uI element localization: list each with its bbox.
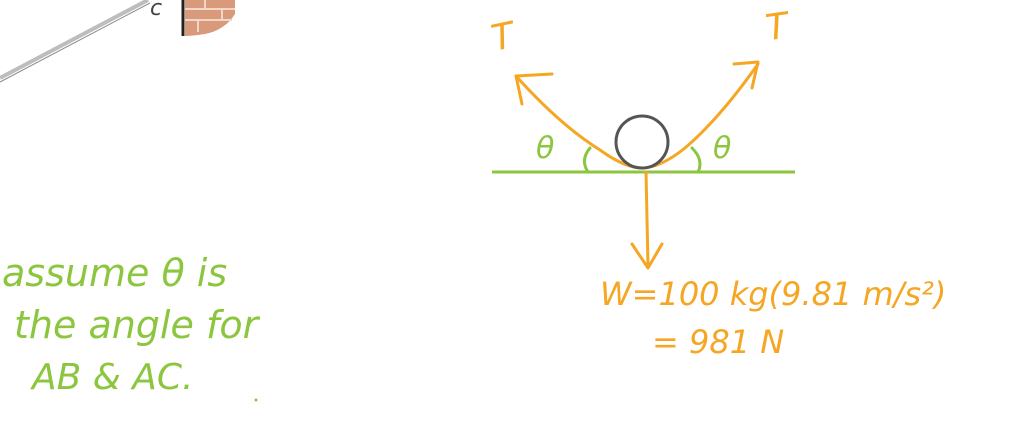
- corner-label: c: [150, 0, 163, 21]
- note-line-1: assume θ is: [2, 251, 228, 295]
- weight-arrowhead: [630, 242, 664, 270]
- angle-left-label: θ: [536, 131, 555, 166]
- note-line-2: the angle for: [14, 303, 259, 347]
- note-period-dot: [254, 398, 258, 402]
- note-line-3: AB & AC.: [32, 357, 194, 398]
- brick-wall: [185, 0, 235, 36]
- weight-result: = 981 N: [652, 323, 785, 361]
- angle-arc-left: [583, 146, 592, 174]
- mass-circle: [614, 114, 670, 170]
- tension-right-arrowhead: [732, 60, 760, 90]
- weight-equation: W=100 kg(9.81 m/s²): [600, 275, 947, 313]
- weight-arrow-shaft: [644, 170, 650, 268]
- angle-right-label: θ: [713, 131, 732, 166]
- tension-left-arrowhead: [514, 72, 554, 106]
- rope-line-shadow: [0, 2, 151, 83]
- rope-line: [0, 0, 149, 80]
- angle-arc-right: [690, 146, 702, 174]
